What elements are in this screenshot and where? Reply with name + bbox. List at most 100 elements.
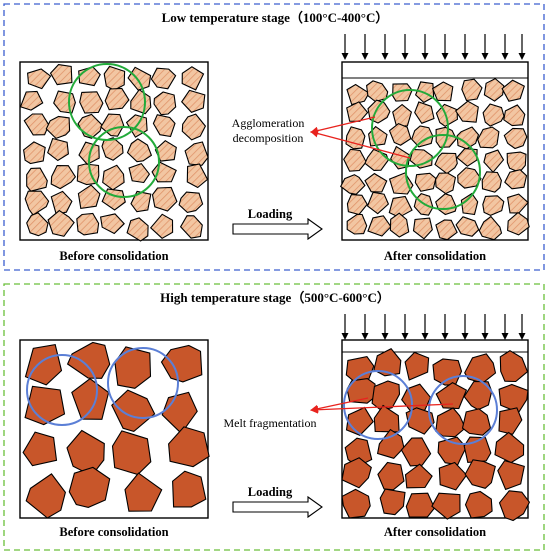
particle (178, 191, 204, 213)
particle (184, 141, 209, 166)
particle (379, 488, 406, 516)
particle (68, 466, 111, 508)
particle (464, 490, 493, 519)
particle (364, 172, 388, 193)
particle (497, 459, 525, 491)
particle (373, 404, 400, 433)
particle (26, 167, 48, 192)
particle (400, 437, 432, 467)
caption-before-low: Before consolidation (59, 249, 168, 263)
panel-title-high: High temperature stage（500°C-600°C） (160, 290, 390, 305)
particle (149, 213, 174, 239)
annotation-line-2: decomposition (233, 131, 304, 145)
particle (434, 152, 458, 175)
particle (388, 122, 412, 146)
particle-circle (26, 354, 98, 426)
particle (45, 115, 71, 140)
particle (101, 188, 126, 211)
particle (181, 66, 205, 91)
particle (435, 382, 468, 410)
particle (494, 431, 525, 464)
particle (151, 186, 178, 212)
fragment-circle (428, 375, 498, 445)
particle (503, 127, 528, 150)
loading-arrow-high: Loading (232, 485, 323, 519)
particle (345, 126, 366, 150)
loading-arrow-low: Loading (232, 207, 323, 241)
particle (27, 68, 52, 90)
particle (168, 426, 210, 468)
particle (477, 126, 500, 149)
particle (99, 213, 125, 235)
annotation-line-1: Agglomeration (232, 116, 305, 130)
particle (126, 217, 149, 242)
caption-after-high: After consolidation (384, 525, 486, 539)
particle (377, 461, 405, 491)
agglomerate-circle (88, 126, 160, 198)
particle (66, 341, 111, 379)
particle (405, 407, 435, 435)
decomposed-circle (405, 134, 481, 210)
particle (414, 172, 437, 192)
particle (461, 408, 492, 436)
particle (181, 113, 207, 141)
panel-frame-low (3, 3, 545, 271)
particle-circle (107, 347, 179, 419)
particle (432, 358, 463, 386)
particle (47, 209, 75, 237)
particle (404, 351, 430, 381)
particle (19, 90, 44, 111)
particle (482, 103, 505, 127)
particle (498, 407, 523, 435)
before-box-low (19, 61, 209, 242)
panel-frame-high (3, 283, 545, 551)
svg-text:Loading: Loading (248, 207, 293, 221)
particle (431, 81, 454, 102)
particle (24, 190, 50, 216)
annotation-low: Agglomeration decomposition (232, 116, 411, 159)
particle (431, 492, 461, 520)
particle (160, 344, 203, 383)
particle (483, 149, 505, 174)
particle (172, 470, 207, 508)
decomposed-circle (371, 89, 449, 167)
particle (368, 125, 388, 147)
particle (114, 346, 152, 389)
particle (367, 215, 392, 237)
particle (104, 87, 130, 111)
particle (180, 89, 206, 113)
svg-text:Loading: Loading (248, 485, 293, 499)
particle (128, 162, 151, 184)
particle (389, 212, 410, 238)
particle (26, 212, 49, 237)
particle (461, 78, 483, 102)
load-arrows-high (341, 314, 526, 340)
caption-before-high: Before consolidation (59, 525, 168, 539)
particle (77, 184, 101, 210)
particle (126, 138, 153, 163)
particles-high-before (22, 341, 210, 519)
particle (411, 125, 434, 148)
particle (412, 217, 433, 240)
particle (102, 164, 125, 191)
particle (501, 79, 525, 102)
particle (366, 191, 390, 215)
particle (103, 65, 126, 91)
particle (346, 213, 368, 235)
annotation-text-high: Melt fragmentation (224, 416, 317, 430)
particle (71, 378, 110, 420)
particle (79, 91, 104, 114)
particle (50, 165, 77, 190)
particle (152, 114, 176, 138)
particle (457, 167, 482, 189)
particle (341, 457, 372, 489)
particle (186, 163, 209, 189)
agglomerate-circle (68, 63, 146, 141)
particle (504, 169, 528, 190)
particle (346, 83, 370, 106)
particle (124, 472, 163, 512)
particle (111, 389, 156, 433)
particle (481, 171, 502, 193)
particle (49, 64, 73, 86)
